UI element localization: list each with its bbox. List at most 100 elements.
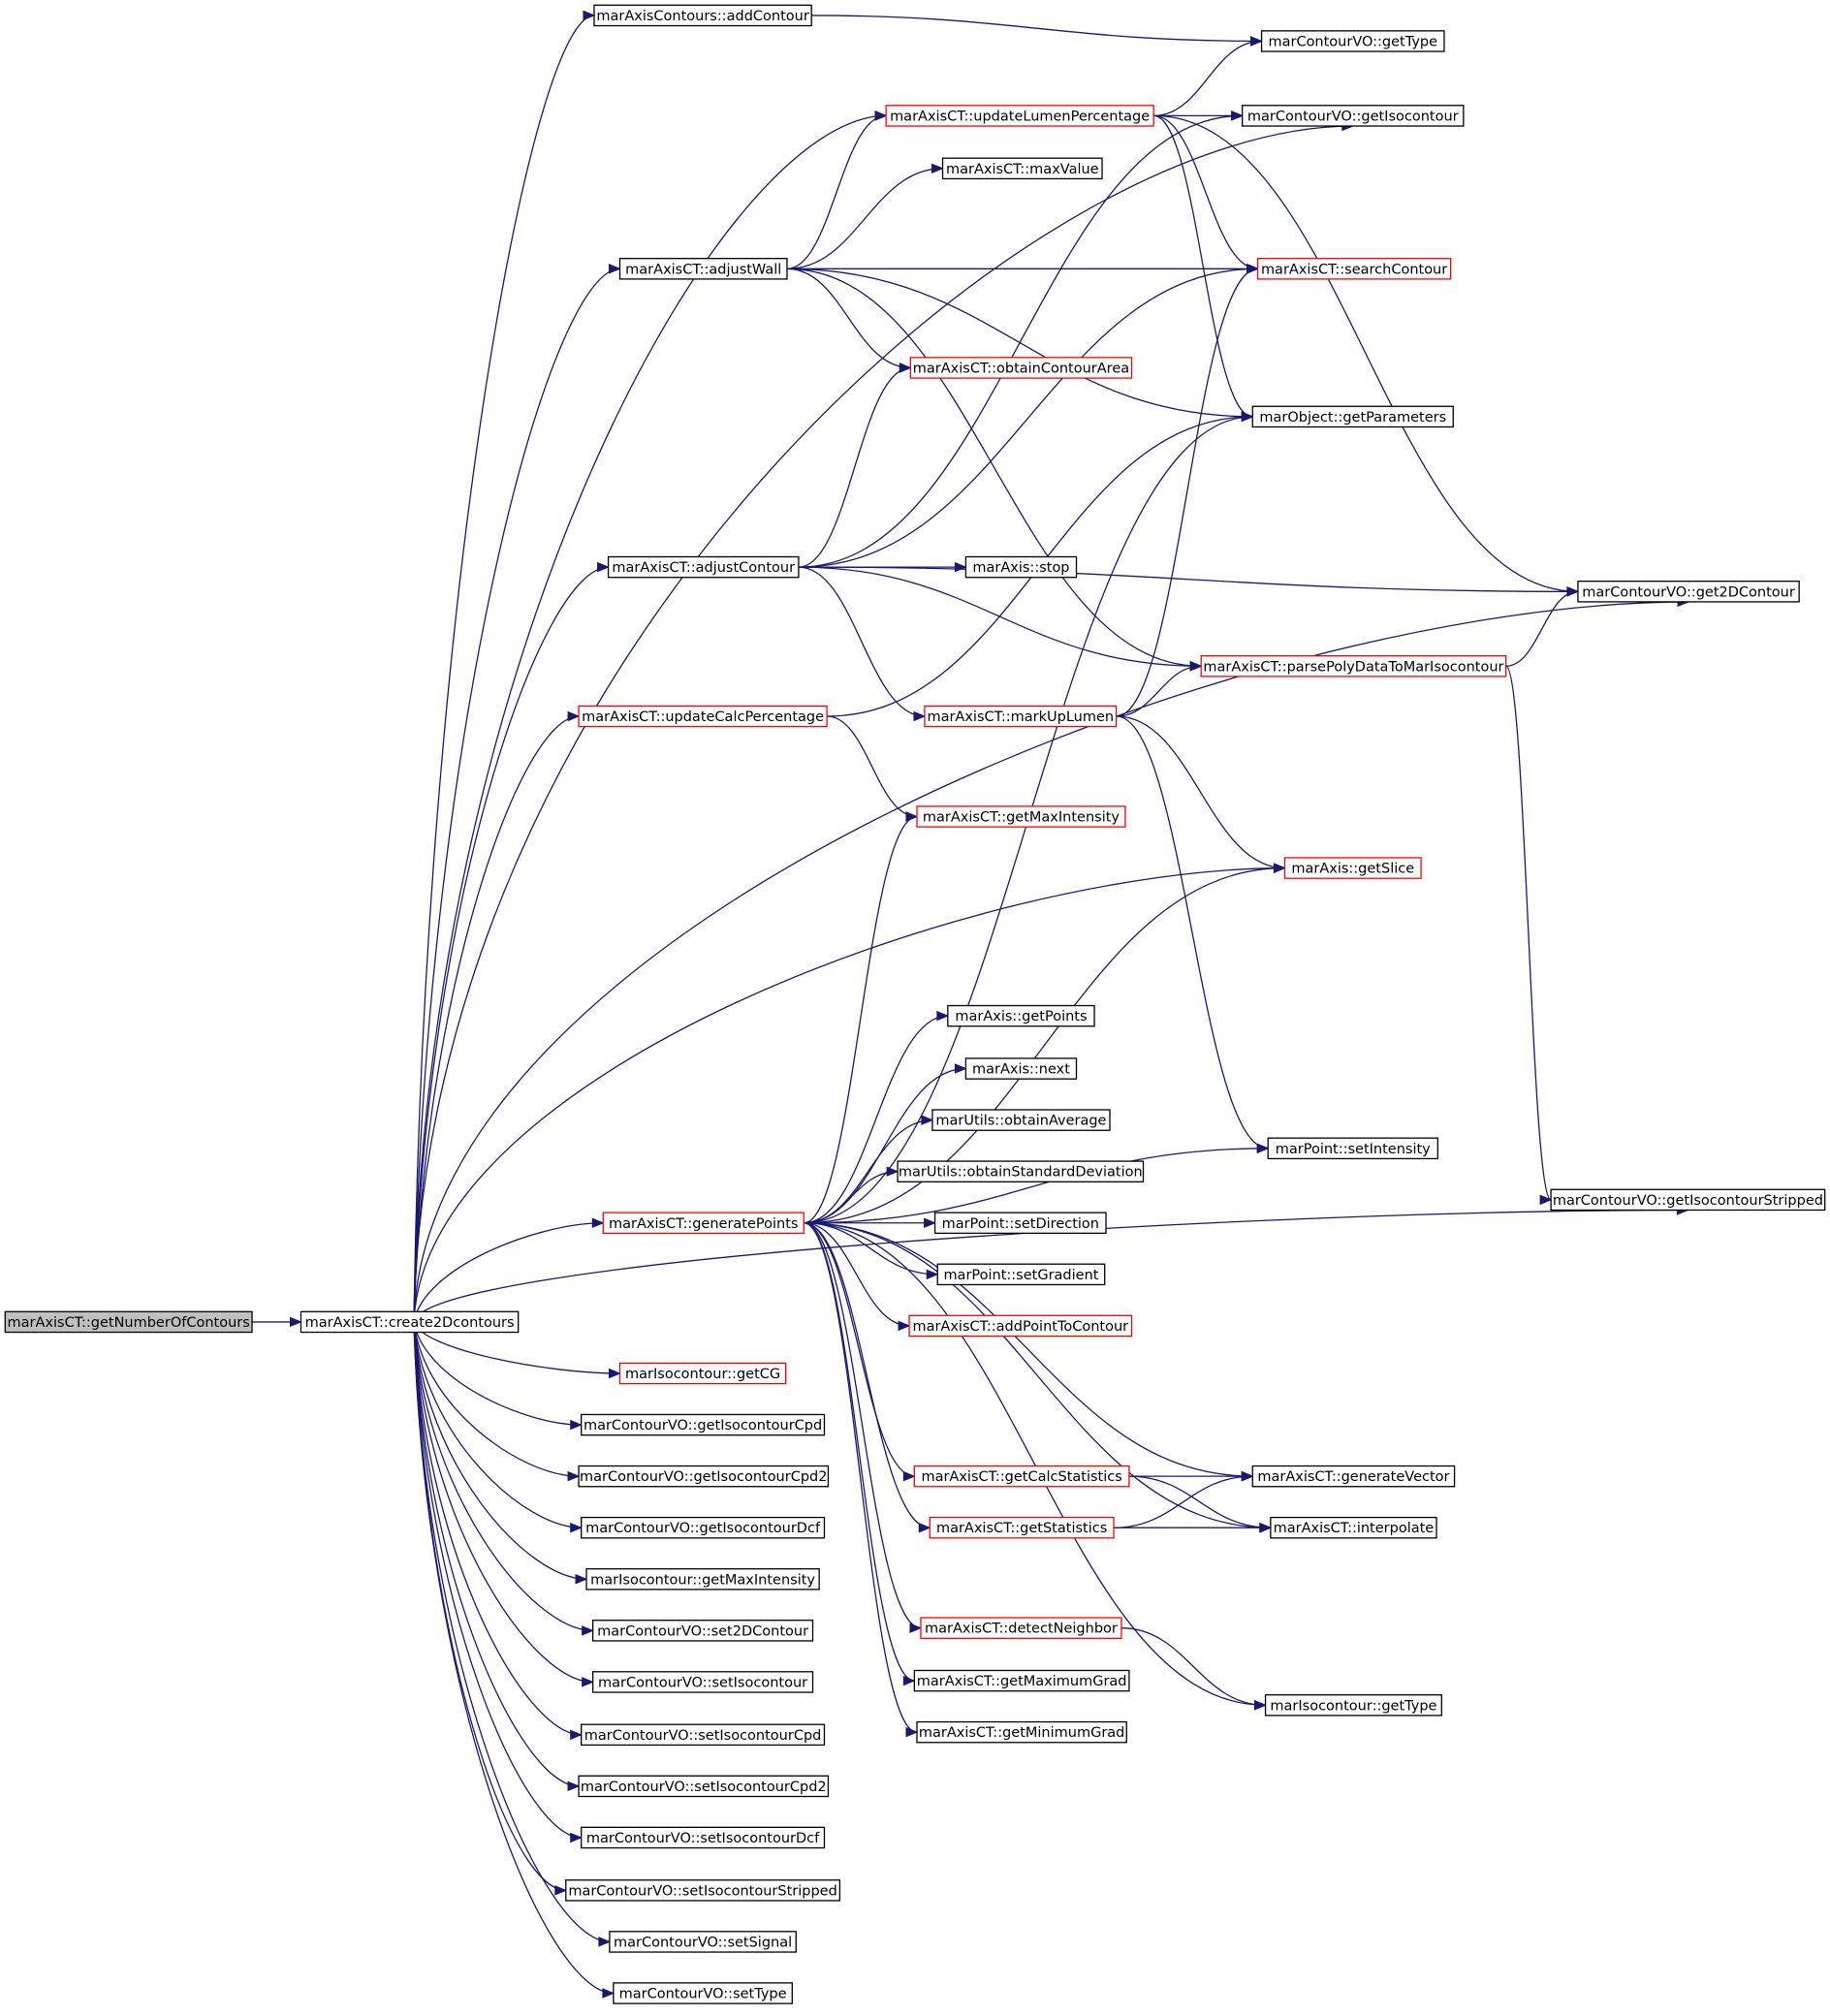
edge [413, 1321, 584, 1843]
node-get-slice[interactable]: marAxis::getSlice [1283, 857, 1422, 879]
node-get2-dcontour[interactable]: marContourVO::get2DContour [1577, 581, 1800, 603]
node-search-contour[interactable]: marAxisCT::searchContour [1256, 258, 1452, 280]
node-box [920, 1617, 1122, 1639]
node-get-parameters[interactable]: marObject::getParameters [1251, 405, 1454, 428]
edge [413, 10, 596, 1322]
node-label: marAxisCT::updateCalcPercentage [582, 709, 824, 725]
node-label: marAxisCT::getMaximumGrad [917, 1674, 1127, 1689]
node-get-isocontour-cpd2[interactable]: marContourVO::getIsocontourCpd2 [578, 1465, 830, 1488]
node-obtain-contour-area[interactable]: marAxisCT::obtainContourArea [909, 357, 1133, 379]
node-set-isocontour-stripped[interactable]: marContourVO::setIsocontourStripped [565, 1879, 841, 1902]
node-generate-vector[interactable]: marAxisCT::generateVector [1251, 1465, 1456, 1488]
edge-arrowhead [1539, 1194, 1553, 1206]
node-box [609, 1931, 797, 1953]
node-get-isocontour-stripped[interactable]: marContourVO::getIsocontourStripped [1550, 1188, 1826, 1212]
node-set-intensity[interactable]: marPoint::setIntensity [1267, 1137, 1438, 1160]
node-max-value[interactable]: marAxisCT::maxValue [941, 157, 1103, 180]
node-label: marAxisCT::parsePolyDataToMarIsocontour [1203, 659, 1503, 675]
node-obtain-average[interactable]: marUtils::obtainAverage [931, 1109, 1111, 1131]
node-label: marAxisCT::getStatistics [936, 1521, 1107, 1536]
node-detect-neighbor[interactable]: marAxisCT::detectNeighbor [920, 1617, 1122, 1639]
node-box [933, 1212, 1107, 1235]
node-obtain-std[interactable]: marUtils::obtainStandardDeviation [897, 1160, 1145, 1182]
node-adjust-wall[interactable]: marAxisCT::adjustWall [618, 258, 788, 280]
node-set2-dcontour[interactable]: marContourVO::set2DContour [591, 1620, 814, 1642]
node-box [936, 1263, 1106, 1286]
node-add-contour[interactable]: marAxisContours::addContour [593, 4, 812, 27]
edge-line [798, 366, 911, 568]
edge-arrowhead [1246, 264, 1259, 274]
node-set-isocontour-cpd[interactable]: marContourVO::setIsocontourCpd [581, 1723, 826, 1747]
node-get-number-of-contours[interactable]: marAxisCT::getNumberOfContours [4, 1310, 253, 1334]
node-get-isocontour-dcf[interactable]: marContourVO::getIsocontourDcf [581, 1516, 826, 1539]
node-get-maximum-grad[interactable]: marAxisCT::getMaximumGrad [913, 1669, 1130, 1692]
edge-line [786, 268, 1202, 667]
node-create2-dcontours[interactable]: marAxisCT::create2Dcontours [300, 1310, 520, 1334]
node-box [941, 157, 1103, 180]
edge [1116, 661, 1203, 717]
edge [252, 1316, 302, 1328]
edge-line [1116, 715, 1285, 869]
node-set-isocontour-cpd2[interactable]: marContourVO::setIsocontourCpd2 [578, 1775, 830, 1798]
node-label: marAxisCT::getMinimumGrad [919, 1725, 1125, 1741]
edge [804, 811, 919, 1224]
node-label: marIsocontour::getCG [625, 1367, 780, 1382]
node-get-calc-statistics[interactable]: marAxisCT::getCalcStatistics [913, 1465, 1130, 1488]
edge-arrowhead [926, 1269, 939, 1280]
edge-arrowhead [924, 1217, 936, 1229]
edge [413, 1321, 594, 1687]
node-label: marAxisCT::interpolate [1274, 1521, 1435, 1536]
node-box [1251, 405, 1454, 428]
edge-arrowhead [1189, 661, 1203, 672]
node-get-minimum-grad[interactable]: marAxisCT::getMinimumGrad [916, 1720, 1127, 1744]
node-next[interactable]: marAxis::next [964, 1057, 1078, 1080]
node-add-point-to-contour[interactable]: marAxisCT::addPointToContour [908, 1314, 1133, 1338]
edge-line [804, 1222, 918, 1733]
edge-arrowhead [936, 1010, 950, 1022]
edge-line [804, 866, 1285, 1224]
edge-arrowhead [1256, 1143, 1270, 1154]
node-mark-up-lumen[interactable]: marAxisCT::markUpLumen [924, 705, 1118, 728]
node-iso-get-max-intensity[interactable]: marIsocontour::getMaxIntensity [585, 1568, 820, 1591]
node-generate-points[interactable]: marAxisCT::generatePoints [602, 1212, 805, 1235]
node-get-cg[interactable]: marIsocontour::getCG [618, 1362, 787, 1385]
node-set-isocontour-dcf[interactable]: marContourVO::setIsocontourDcf [581, 1826, 826, 1849]
node-iso-get-type[interactable]: marIsocontour::getType [1264, 1694, 1442, 1717]
edge [413, 1321, 584, 1741]
node-set-signal[interactable]: marContourVO::setSignal [609, 1931, 797, 1953]
node-label: marContourVO::setIsocontourCpd [584, 1728, 822, 1744]
node-label: marPoint::setIntensity [1276, 1142, 1431, 1157]
edge-line [804, 1171, 899, 1224]
edge [413, 264, 621, 1322]
node-adjust-contour[interactable]: marAxisCT::adjustContour [607, 555, 800, 579]
edge-line [786, 268, 911, 369]
edge-arrowhead [570, 1522, 584, 1533]
node-label: marAxisCT::getCalcStatistics [921, 1469, 1121, 1485]
node-parse-poly[interactable]: marAxisCT::parsePolyDataToMarIsocontour [1200, 655, 1507, 677]
node-box [591, 1620, 814, 1642]
node-update-calc-percentage[interactable]: marAxisCT::updateCalcPercentage [578, 705, 828, 728]
node-get-isocontour[interactable]: marContourVO::getIsocontour [1242, 105, 1465, 127]
edge-arrowhead [1254, 1700, 1267, 1711]
node-get-points[interactable]: marAxis::getPoints [947, 1004, 1095, 1027]
node-update-lumen-percentage[interactable]: marAxisCT::updateLumenPercentage [885, 105, 1154, 127]
node-set-gradient[interactable]: marPoint::setGradient [936, 1263, 1106, 1286]
edge-line [413, 1321, 582, 1426]
node-stop[interactable]: marAxis::stop [964, 555, 1078, 579]
node-get-max-intensity-ct[interactable]: marAxisCT::getMaxIntensity [916, 805, 1126, 828]
node-set-type[interactable]: marContourVO::setType [613, 1982, 793, 2004]
node-get-statistics[interactable]: marAxisCT::getStatistics [929, 1516, 1115, 1539]
node-label: marAxisCT::getMaxIntensity [923, 810, 1120, 826]
node-box [1260, 30, 1445, 52]
node-box [916, 1720, 1127, 1744]
node-box [565, 1879, 841, 1902]
node-box [591, 1671, 814, 1693]
edge-arrowhead [575, 1574, 588, 1585]
node-set-isocontour[interactable]: marContourVO::setIsocontour [591, 1671, 814, 1693]
node-get-isocontour-cpd[interactable]: marContourVO::getIsocontourCpd [581, 1413, 826, 1436]
edge-arrowhead [1250, 36, 1263, 47]
node-get-type[interactable]: marContourVO::getType [1260, 30, 1445, 52]
node-set-direction[interactable]: marPoint::setDirection [933, 1212, 1107, 1235]
node-label: marAxisCT::adjustWall [625, 262, 781, 277]
node-interpolate[interactable]: marAxisCT::interpolate [1270, 1516, 1437, 1539]
